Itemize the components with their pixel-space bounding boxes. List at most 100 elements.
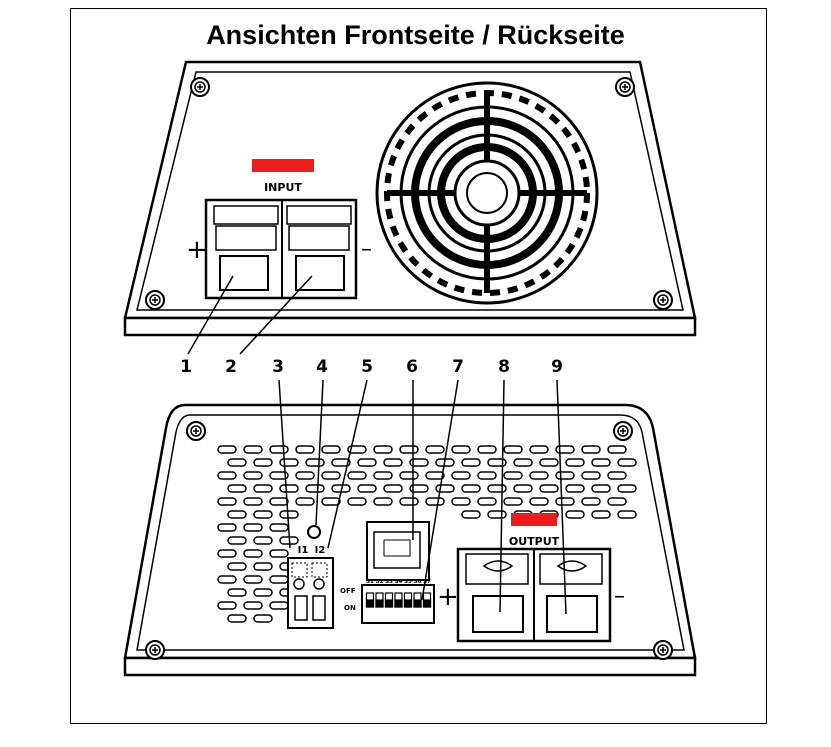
dip-switch-knob-fill	[365, 599, 375, 608]
vent-slot	[243, 523, 263, 532]
screw-icon	[145, 640, 165, 660]
vent-slot	[347, 445, 367, 454]
vent-slot	[269, 471, 289, 480]
vent-slot	[269, 549, 289, 558]
vent-slot	[539, 484, 559, 493]
plus-sign: +	[186, 235, 208, 265]
vent-slot	[227, 510, 247, 519]
vent-slot	[217, 575, 237, 584]
vent-slot	[269, 497, 289, 506]
vent-slot	[279, 510, 299, 519]
vent-slot	[529, 445, 549, 454]
vent-slot	[503, 497, 523, 506]
vent-slot	[243, 601, 263, 610]
vent-slot	[461, 484, 481, 493]
vent-slot	[565, 484, 585, 493]
vent-slot	[487, 458, 507, 467]
callout-line	[421, 379, 459, 601]
figure-title: Ansichten Frontseite / Rückseite	[206, 20, 625, 50]
screw-icon	[653, 640, 673, 660]
output-connector	[456, 547, 612, 643]
screw-icon	[653, 290, 673, 310]
screw-icon	[615, 77, 635, 97]
vent-slot	[617, 458, 637, 467]
vent-slot	[253, 510, 273, 519]
vent-slot	[581, 471, 601, 480]
callout-number: 6	[406, 357, 418, 377]
vent-slot	[253, 562, 273, 571]
output-label: OUTPUT	[509, 535, 560, 548]
input-connector	[204, 198, 358, 300]
vent-slot	[331, 458, 351, 467]
vent-slot	[435, 484, 455, 493]
vent-slot	[321, 471, 341, 480]
dip-switch-label: S6	[414, 579, 422, 585]
vent-slot	[243, 497, 263, 506]
vent-slot	[399, 497, 419, 506]
dip-switch-knobs	[365, 592, 432, 608]
vent-slot	[425, 445, 445, 454]
vent-slot	[253, 458, 273, 467]
dip-switch-label: S3	[385, 579, 393, 585]
vent-slot	[581, 497, 601, 506]
rj-jack	[366, 521, 430, 581]
vent-slot	[425, 497, 445, 506]
minus-sign: –	[361, 237, 372, 262]
vent-slot	[217, 549, 237, 558]
vent-slot	[383, 458, 403, 467]
vent-slot	[555, 497, 575, 506]
on-label: ON	[344, 604, 356, 612]
vent-slot	[565, 510, 585, 519]
vent-slot	[565, 458, 585, 467]
dip-switch-label: S7	[423, 579, 431, 585]
callout-number: 1	[180, 357, 192, 377]
vent-slot	[217, 497, 237, 506]
screw-icon	[613, 421, 633, 441]
output-marker	[511, 513, 557, 526]
vent-slot	[243, 445, 263, 454]
vent-slot	[487, 510, 507, 519]
vent-slot	[253, 614, 273, 623]
vent-slot	[451, 445, 471, 454]
plus-sign: +	[437, 582, 459, 612]
dip-switch-knob-fill	[422, 599, 432, 608]
vent-slot	[513, 458, 533, 467]
vent-slot	[253, 484, 273, 493]
vent-slot	[451, 471, 471, 480]
vent-slot	[227, 484, 247, 493]
vent-slot	[217, 601, 237, 610]
dip-switch-knob-fill	[384, 599, 394, 608]
vent-slot	[243, 575, 263, 584]
vent-slot	[269, 445, 289, 454]
vent-slot	[253, 588, 273, 597]
callout-number: 3	[272, 357, 284, 377]
vent-slot	[253, 536, 273, 545]
vent-slot	[269, 575, 289, 584]
vent-slot	[357, 458, 377, 467]
vent-slot	[409, 458, 429, 467]
callout-number: 5	[361, 357, 373, 377]
vent-slot	[347, 497, 367, 506]
vent-slot	[591, 510, 611, 519]
callout-number: 7	[452, 357, 464, 377]
vent-slot	[217, 523, 237, 532]
input-marker	[252, 159, 314, 172]
vent-slot	[617, 484, 637, 493]
vent-slot	[305, 458, 325, 467]
vent-slot	[425, 471, 445, 480]
vent-slot	[321, 497, 341, 506]
dip-switch-knob-fill	[394, 599, 403, 608]
vent-slot	[461, 458, 481, 467]
dip-switch-knob-fill	[375, 599, 384, 608]
vent-slot	[305, 484, 325, 493]
dip-switch-label: S2	[376, 579, 384, 585]
vent-slot	[373, 497, 393, 506]
vent-slot	[347, 471, 367, 480]
vent-slot	[279, 458, 299, 467]
vent-slot	[451, 497, 471, 506]
callout-number: 2	[225, 357, 237, 377]
vent-slot	[217, 471, 237, 480]
vent-slot	[227, 458, 247, 467]
